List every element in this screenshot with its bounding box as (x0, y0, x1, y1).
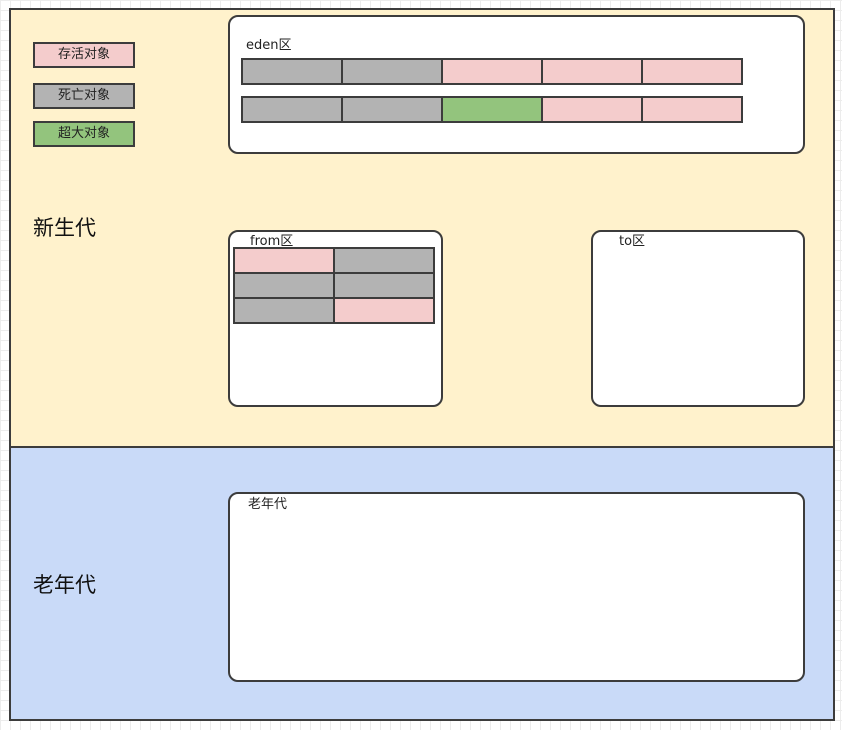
eden-cell-dead (341, 96, 443, 123)
old-gen-area-label: 老年代 (248, 497, 288, 512)
from-cell-alive (333, 297, 435, 324)
eden-cell-alive (541, 96, 643, 123)
eden-cell-dead (241, 96, 343, 123)
legend-alive: 存活对象 (33, 42, 135, 68)
eden-cell-dead (341, 58, 443, 85)
eden-cell-alive (441, 58, 543, 85)
eden-cell-alive (641, 96, 743, 123)
from-cell-alive (233, 247, 335, 274)
from-cell-dead (333, 272, 435, 299)
legend-dead: 死亡对象 (33, 83, 135, 109)
from-cell-dead (233, 272, 335, 299)
eden-cell-alive (641, 58, 743, 85)
eden-cell-dead (241, 58, 343, 85)
to-area-label: to区 (619, 234, 646, 249)
legend-large: 超大对象 (33, 121, 135, 147)
from-area-label: from区 (250, 234, 294, 249)
old-gen-area (228, 492, 805, 682)
from-cell-dead (333, 247, 435, 274)
to-area (591, 230, 805, 407)
eden-cell-large (441, 96, 543, 123)
eden-cell-alive (541, 58, 643, 85)
old-gen-label: 老年代 (33, 573, 96, 597)
young-gen-label: 新生代 (33, 216, 96, 240)
eden-area-label: eden区 (246, 38, 292, 53)
from-cell-dead (233, 297, 335, 324)
